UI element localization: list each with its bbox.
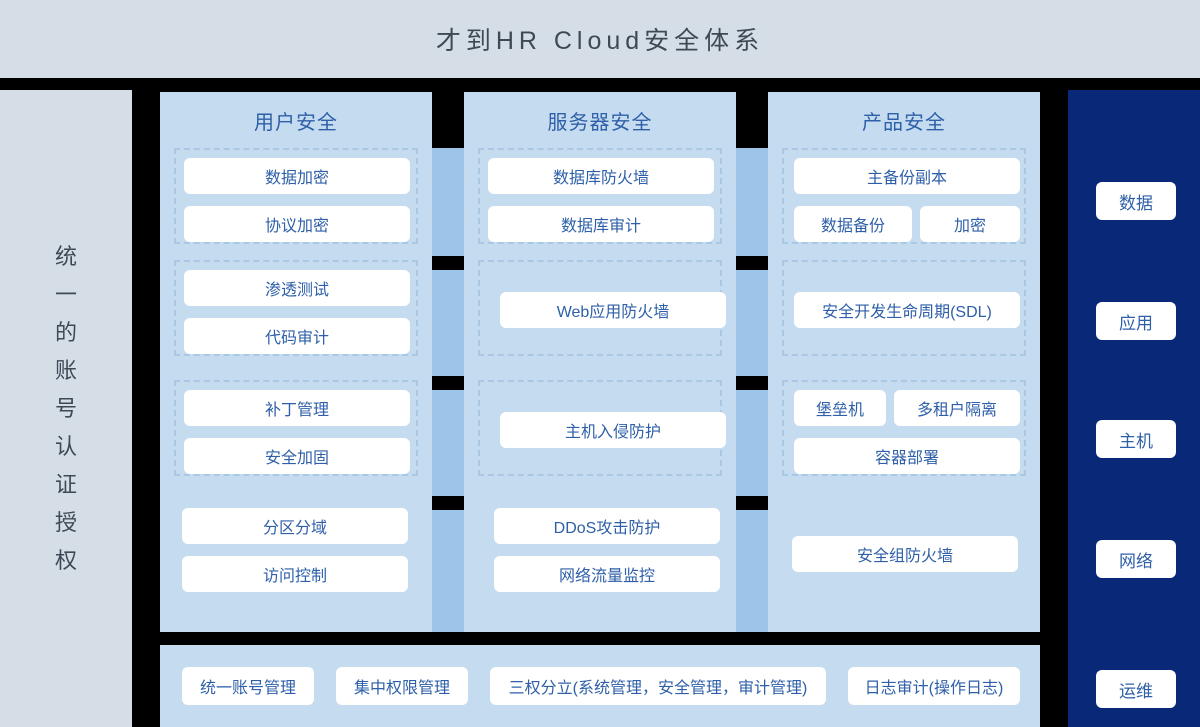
cell-container-deployment[interactable]: 容器部署 — [794, 438, 1020, 474]
cell-web-app-firewall[interactable]: Web应用防火墙 — [500, 292, 726, 328]
band-server-1: 数据库防火墙 数据库审计 — [478, 148, 722, 244]
column-user-security: 用户安全 数据加密 协议加密 渗透测试 代码审计 补丁管理 安全加固 分区分域 … — [160, 92, 432, 632]
connector-notch — [734, 256, 770, 270]
cell-zone-partitioning[interactable]: 分区分域 — [182, 508, 408, 544]
connector-notch — [430, 496, 466, 510]
cell-data-backup[interactable]: 数据备份 — [794, 206, 912, 242]
column-title-product-security: 产品安全 — [862, 111, 946, 134]
right-rail-item-data[interactable]: 数据 — [1096, 182, 1176, 220]
band-user-1: 数据加密 协议加密 — [174, 148, 418, 244]
column-title-user-security: 用户安全 — [254, 111, 338, 134]
band-product-1: 主备份副本 数据备份 加密 — [782, 148, 1026, 244]
band-product-4: 安全组防火墙 — [782, 500, 1026, 596]
bottom-bar-account-management: 统一账号管理 集中权限管理 三权分立(系统管理，安全管理，审计管理) 日志审计(… — [160, 645, 1040, 727]
cell-patch-management[interactable]: 补丁管理 — [184, 390, 410, 426]
column-title-server-security: 服务器安全 — [547, 111, 653, 134]
band-user-4: 分区分域 访问控制 — [174, 500, 418, 596]
right-rail-item-network[interactable]: 网络 — [1096, 540, 1176, 578]
right-rail-item-ops[interactable]: 运维 — [1096, 670, 1176, 708]
left-rail-unified-auth: 统一的账号认证授权 — [0, 90, 132, 727]
connector-notch — [734, 376, 770, 390]
page-header: 才到HR Cloud安全体系 — [0, 0, 1200, 78]
cell-code-audit[interactable]: 代码审计 — [184, 318, 410, 354]
bottom-item-centralized-permission-management[interactable]: 集中权限管理 — [336, 667, 468, 705]
band-server-4: DDoS攻击防护 网络流量监控 — [478, 500, 722, 596]
connector-notch — [734, 496, 770, 510]
band-server-3: 主机入侵防护 — [478, 380, 726, 476]
right-rail-layers: 数据 应用 主机 网络 运维 — [1068, 90, 1200, 727]
column-product-security: 产品安全 主备份副本 数据备份 加密 安全开发生命周期(SDL) 堡垒机 多租户… — [768, 92, 1040, 632]
cell-db-firewall[interactable]: 数据库防火墙 — [488, 158, 714, 194]
cell-encryption[interactable]: 加密 — [920, 206, 1020, 242]
cell-access-control[interactable]: 访问控制 — [182, 556, 408, 592]
cell-penetration-test[interactable]: 渗透测试 — [184, 270, 410, 306]
connector-bar-right — [734, 148, 770, 632]
right-rail-item-app[interactable]: 应用 — [1096, 302, 1176, 340]
band-user-2: 渗透测试 代码审计 — [174, 260, 418, 356]
page-title: 才到HR Cloud安全体系 — [435, 27, 765, 55]
cell-security-group-firewall[interactable]: 安全组防火墙 — [792, 536, 1018, 572]
cell-ddos-protection[interactable]: DDoS攻击防护 — [494, 508, 720, 544]
cell-db-audit[interactable]: 数据库审计 — [488, 206, 714, 242]
cell-network-traffic-monitoring[interactable]: 网络流量监控 — [494, 556, 720, 592]
cell-multi-tenant-isolation[interactable]: 多租户隔离 — [894, 390, 1020, 426]
band-product-2: 安全开发生命周期(SDL) — [782, 260, 1026, 356]
connector-notch — [430, 376, 466, 390]
band-server-2: Web应用防火墙 — [478, 260, 726, 356]
bottom-item-separation-of-powers[interactable]: 三权分立(系统管理，安全管理，审计管理) — [490, 667, 826, 705]
cell-host-intrusion-protection[interactable]: 主机入侵防护 — [500, 412, 726, 448]
column-server-security: 服务器安全 数据库防火墙 数据库审计 Web应用防火墙 主机入侵防护 DDoS攻… — [464, 92, 736, 632]
connector-bar-left — [430, 148, 466, 632]
cell-primary-backup-replica[interactable]: 主备份副本 — [794, 158, 1020, 194]
cell-bastion-host[interactable]: 堡垒机 — [794, 390, 886, 426]
cell-protocol-encryption[interactable]: 协议加密 — [184, 206, 410, 242]
left-rail-label: 统一的账号认证授权 — [54, 243, 77, 573]
cell-sdl[interactable]: 安全开发生命周期(SDL) — [794, 292, 1020, 328]
connector-notch — [430, 256, 466, 270]
bottom-item-log-audit[interactable]: 日志审计(操作日志) — [848, 667, 1020, 705]
band-user-3: 补丁管理 安全加固 — [174, 380, 418, 476]
bottom-item-unified-account-management[interactable]: 统一账号管理 — [182, 667, 314, 705]
cell-data-encryption[interactable]: 数据加密 — [184, 158, 410, 194]
cell-security-hardening[interactable]: 安全加固 — [184, 438, 410, 474]
right-rail-item-host[interactable]: 主机 — [1096, 420, 1176, 458]
band-product-3: 堡垒机 多租户隔离 容器部署 — [782, 380, 1026, 476]
